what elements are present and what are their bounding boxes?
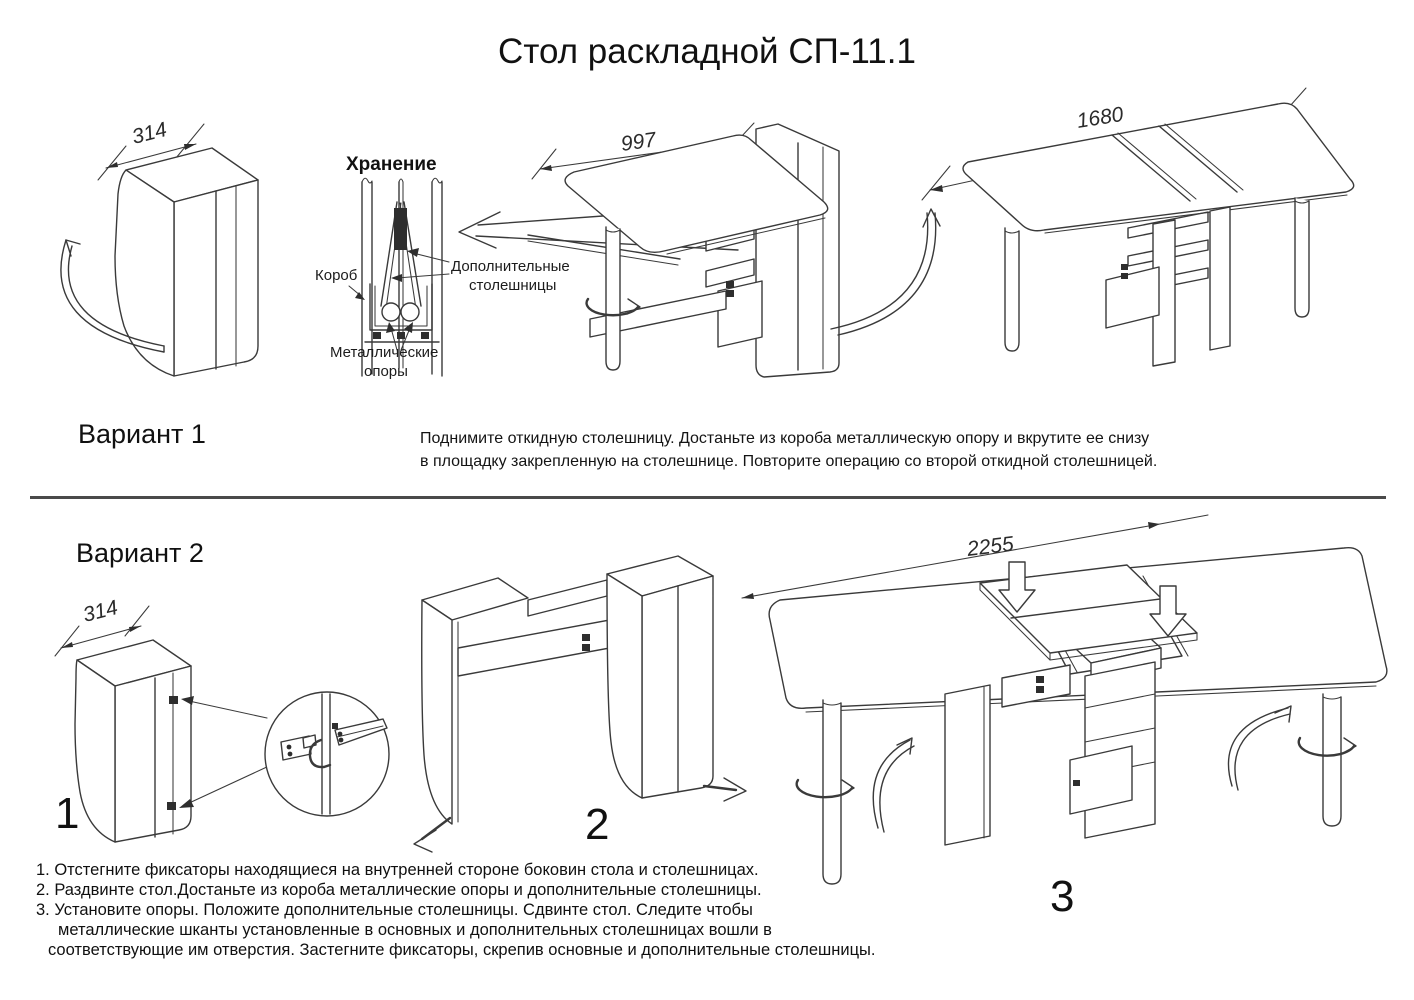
variant2-instructions: 1. Отстегните фиксаторы находящиеся на в… xyxy=(36,860,875,960)
variant1-instruction-line1: Поднимите откидную столешницу. Достаньте… xyxy=(420,430,1150,447)
dim-full-open-length: 1680 xyxy=(1075,103,1125,133)
right-leg-rotation-arrow-icon xyxy=(1297,736,1357,757)
step3-number: 3 xyxy=(1050,872,1075,921)
v2-folded-table-drawing xyxy=(74,639,192,843)
dim-folded-width-v1: 314 xyxy=(130,118,170,149)
instruction-line: металлические шканты установленные в осн… xyxy=(58,921,772,939)
storage-callout-arrows xyxy=(348,248,450,351)
left-fold-arc-arrow-icon xyxy=(872,737,915,833)
label-metal-supports-line1: Металлические xyxy=(330,344,439,361)
folded-table-drawing xyxy=(114,147,259,377)
figure-storage-detail xyxy=(348,177,450,377)
instruction-line: 2. Раздвинте стол.Достаньте из короба ме… xyxy=(36,881,762,899)
variant2-label: Вариант 2 xyxy=(76,538,204,568)
right-fold-arc-arrow-icon xyxy=(1227,705,1292,791)
figure-half-open-table: 997 xyxy=(527,122,941,378)
page-title: Стол раскладной СП-11.1 xyxy=(498,32,916,71)
fold-up-arc-arrow-icon xyxy=(830,208,941,336)
label-extra-tops-line1: Дополнительные xyxy=(451,258,570,275)
opened-frame-drawing xyxy=(421,555,714,825)
figure-v2-opened-frame xyxy=(413,555,747,853)
variant1-label: Вариант 1 xyxy=(78,419,206,449)
figure-full-open-table: 1680 xyxy=(921,87,1355,367)
label-metal-supports-line2: опоры xyxy=(364,363,408,380)
dim-extended-length: 2255 xyxy=(965,532,1015,561)
latch-detail-circle xyxy=(264,691,390,817)
full-open-table-drawing xyxy=(962,102,1355,367)
place-top-arrow-left-icon xyxy=(998,561,1036,613)
pull-apart-arrow-left-icon xyxy=(413,816,452,853)
dim-folded-width-v2: 314 xyxy=(81,596,121,627)
instruction-line: соответствующие им отверстия. Застегните… xyxy=(48,941,876,959)
extra-tabletops-drawing xyxy=(979,564,1198,661)
dim-half-open-length: 997 xyxy=(619,128,658,156)
half-open-table-drawing xyxy=(527,123,840,378)
leg-rotation-arrow-icon xyxy=(585,297,641,317)
label-korob: Короб xyxy=(315,267,358,284)
figure-v2-folded-table: 314 xyxy=(54,596,390,843)
place-top-arrow-right-icon xyxy=(1149,585,1187,637)
label-extra-tops-line2: столешницы xyxy=(469,277,557,294)
step2-number: 2 xyxy=(585,800,610,849)
pull-apart-arrow-right-icon xyxy=(702,777,747,802)
section-divider xyxy=(30,496,1386,499)
instruction-line: 1. Отстегните фиксаторы находящиеся на в… xyxy=(36,861,759,879)
unfold-arc-arrow-icon xyxy=(60,239,165,353)
left-leg-rotation-arrow-icon xyxy=(795,778,855,799)
fixator-callout-arrows xyxy=(179,696,270,808)
figure-folded-table-variant1: 314 xyxy=(60,118,259,377)
step1-number: 1 xyxy=(55,789,80,838)
figure-v2-extended-table: 2255 xyxy=(741,514,1388,885)
instruction-line: 3. Установите опоры. Положите дополнител… xyxy=(36,901,753,919)
variant1-instruction-line2: в площадку закрепленную на столешнице. П… xyxy=(420,453,1158,470)
storage-title: Хранение xyxy=(346,154,437,175)
